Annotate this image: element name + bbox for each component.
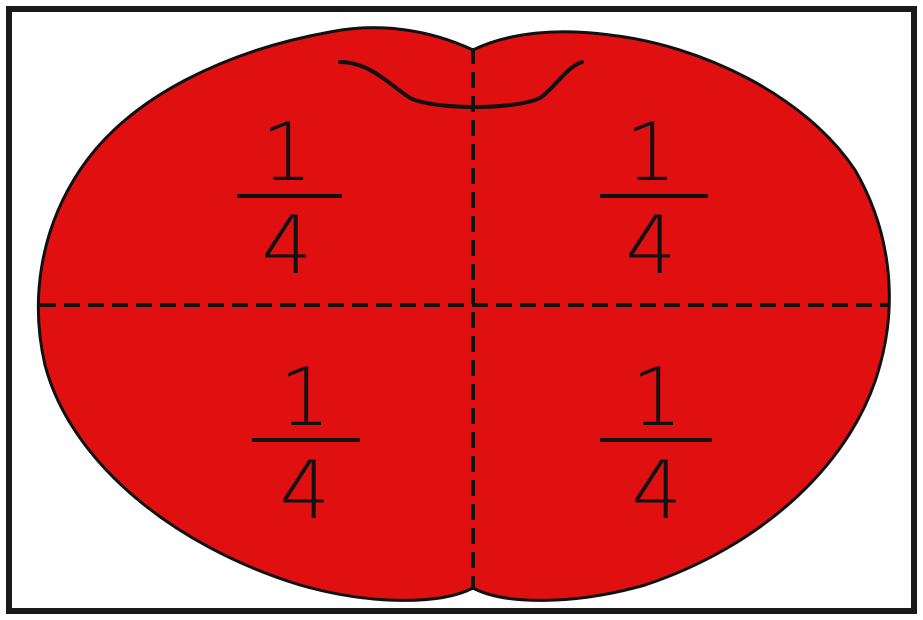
numerator: 1	[626, 106, 677, 199]
numerator: 1	[280, 351, 331, 444]
apple-shape	[38, 28, 889, 601]
denominator: 4	[626, 199, 677, 292]
denominator: 4	[262, 199, 313, 292]
denominator: 4	[632, 444, 683, 537]
numerator: 1	[632, 351, 683, 444]
denominator: 4	[280, 444, 331, 537]
numerator: 1	[262, 106, 313, 199]
